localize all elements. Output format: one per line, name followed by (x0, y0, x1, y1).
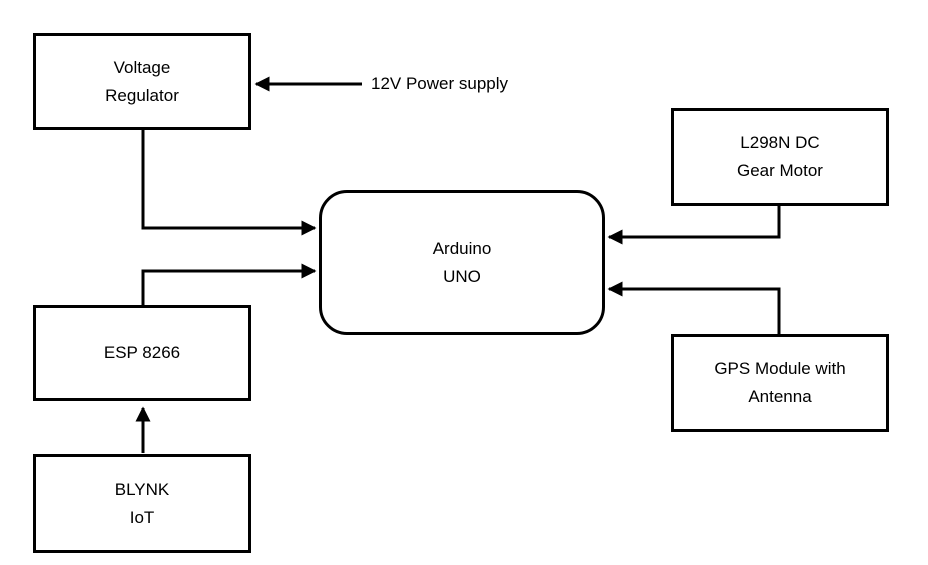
arrow-l298n-to-arduino (607, 206, 781, 245)
node-esp-8266: ESP 8266 (33, 305, 251, 401)
node-gps-module: GPS Module with Antenna (671, 334, 889, 432)
node-arduino-uno: Arduino UNO (319, 190, 605, 335)
node-blynk-iot: BLYNK IoT (33, 454, 251, 553)
arrow-gps-to-arduino (607, 281, 781, 334)
label-12v-power-supply: 12V Power supply (371, 74, 509, 93)
node-voltage-regulator: Voltage Regulator (33, 33, 251, 130)
arrow-esp8266-to-arduino (141, 263, 317, 305)
arrow-voltage-regulator-to-arduino (141, 130, 317, 236)
node-l298n-dc-gear-motor: L298N DC Gear Motor (671, 108, 889, 206)
